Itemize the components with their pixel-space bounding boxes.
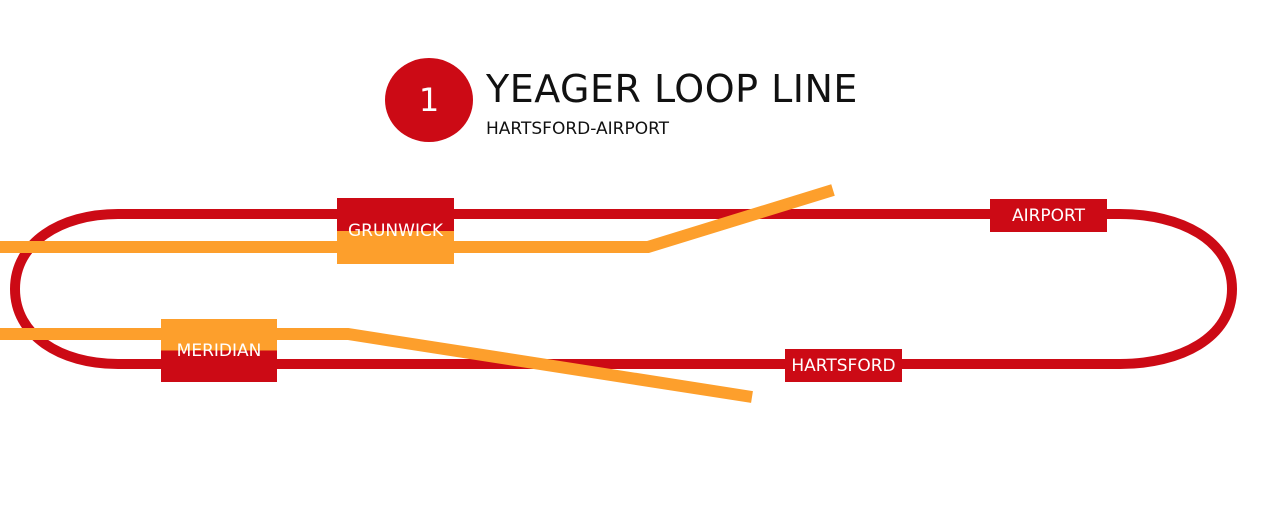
line-title: YEAGER LOOP LINE: [486, 67, 858, 111]
connecting-line-upper: [0, 184, 835, 253]
station-airport-label: AIRPORT: [1011, 205, 1086, 226]
connecting-line-lower: [0, 328, 753, 403]
station-meridian-label: MERIDIAN: [176, 340, 262, 361]
station-grunwick[interactable]: GRUNWICK: [337, 198, 454, 264]
station-meridian[interactable]: MERIDIAN: [161, 319, 277, 382]
line-subtitle: HARTSFORD-AIRPORT: [486, 119, 670, 139]
loop-line-track: [10, 209, 1237, 369]
route-number-badge: 1: [385, 58, 473, 142]
station-grunwick-label: GRUNWICK: [348, 221, 443, 241]
station-hartsford[interactable]: HARTSFORD: [785, 349, 902, 382]
station-airport[interactable]: AIRPORT: [990, 199, 1107, 232]
station-hartsford-label: HARTSFORD: [791, 355, 896, 376]
